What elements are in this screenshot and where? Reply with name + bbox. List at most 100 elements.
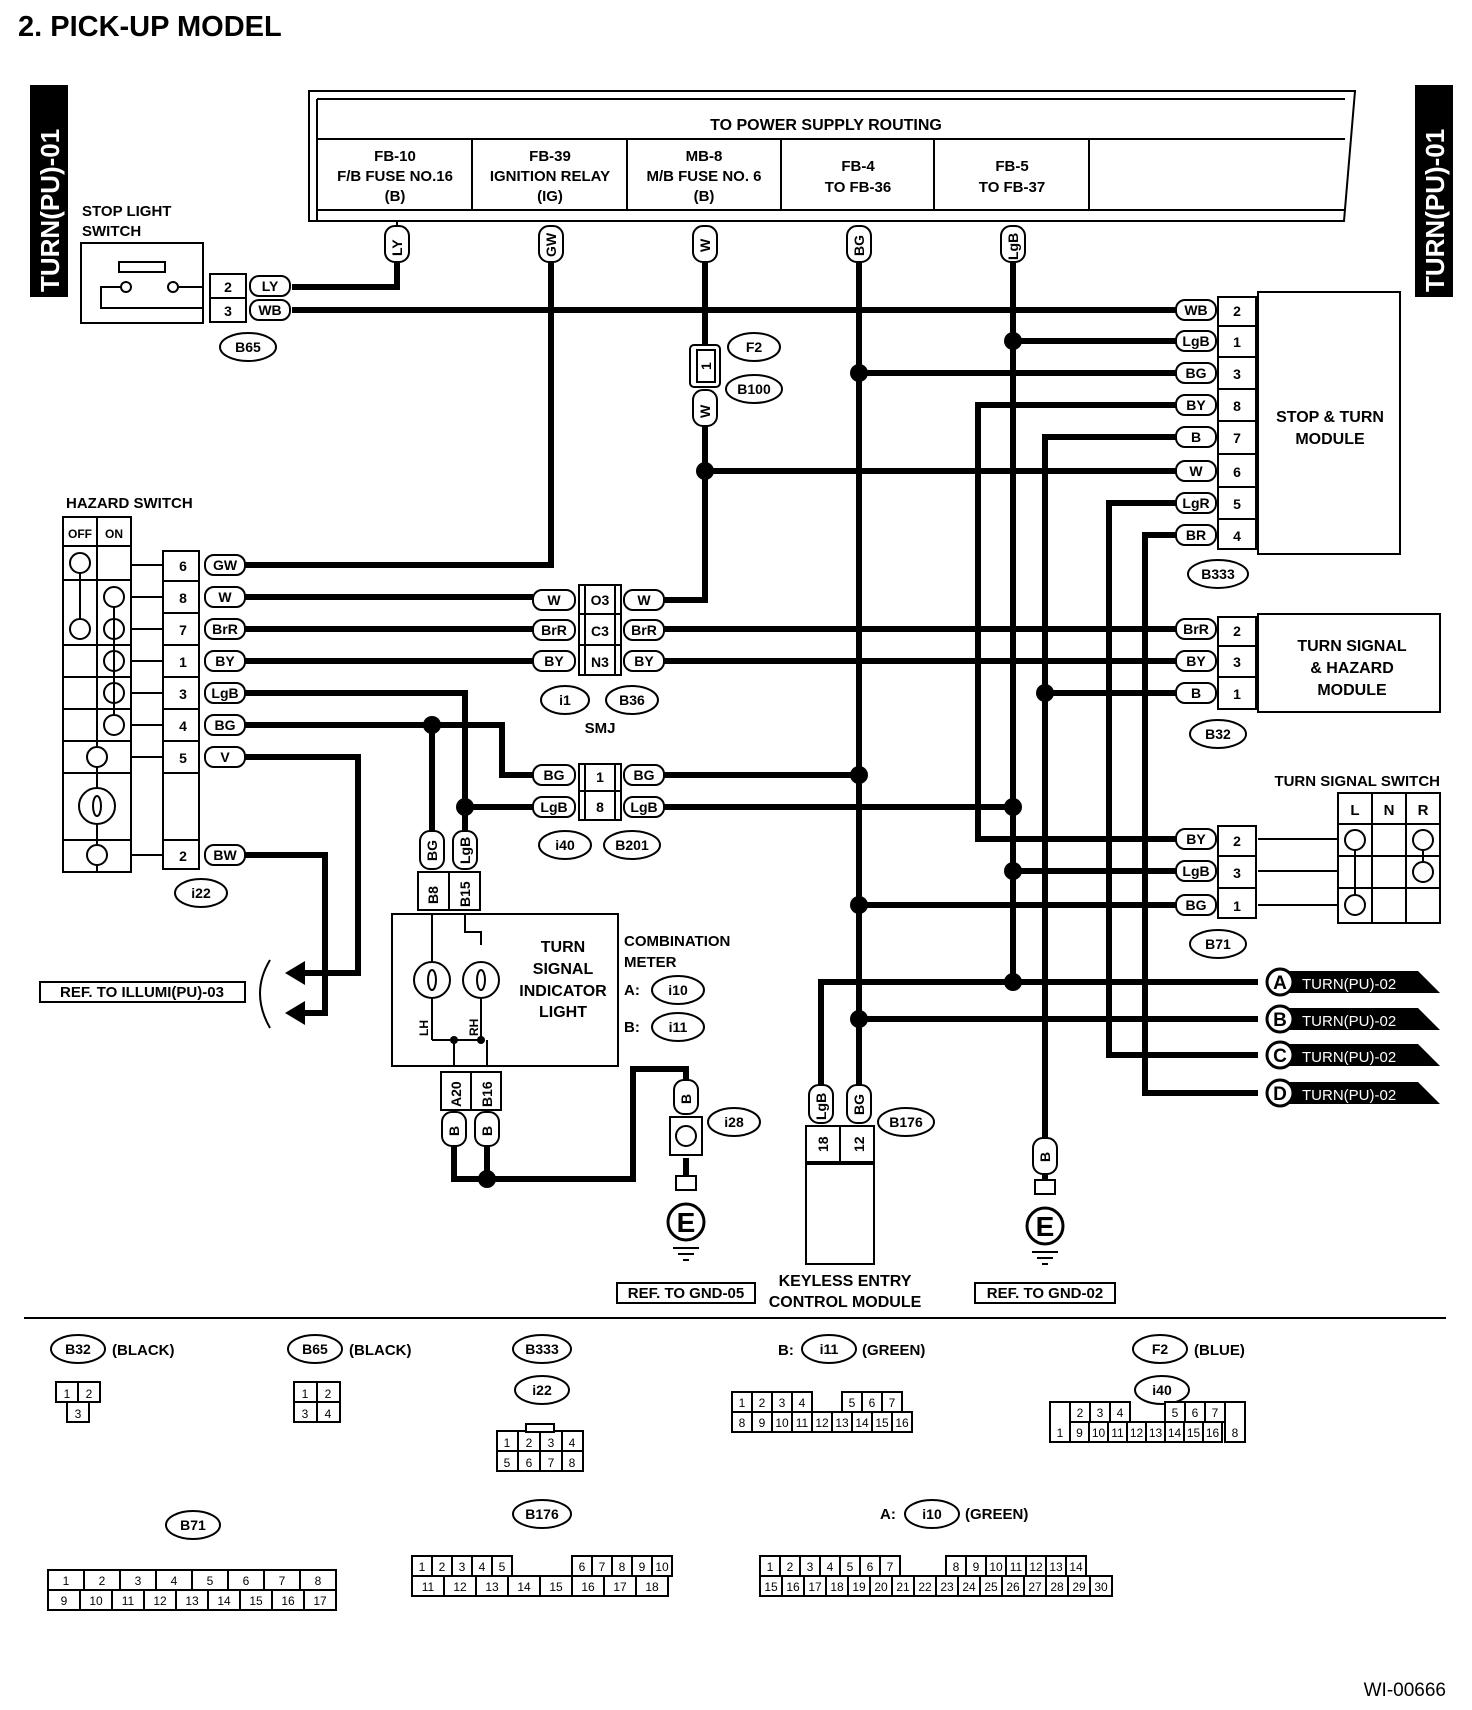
pin-number: 8 [619, 1560, 626, 1574]
pin-number: 10 [655, 1560, 669, 1574]
pin-number: 3 [459, 1560, 466, 1574]
i40-pin-8: 8 [596, 799, 604, 815]
pin-number: 30 [1094, 1580, 1108, 1594]
b333-wire-w: W [1189, 463, 1203, 479]
i22-pin-2: 2 [179, 848, 187, 864]
pin-number: 20 [874, 1580, 888, 1594]
pin-number: 17 [313, 1594, 327, 1608]
i22-wire-by: BY [215, 653, 235, 669]
gnd-right-wire-b: B [1037, 1152, 1053, 1162]
b36-connector-label: B36 [619, 692, 645, 708]
ground-right-symbol: E [1036, 1211, 1055, 1242]
meter-pin-b16: B16 [479, 1081, 495, 1107]
pin-number: 5 [499, 1560, 506, 1574]
i28-connector-label: i28 [724, 1114, 744, 1130]
pin-number: 16 [786, 1580, 800, 1594]
pin-cell [1224, 1401, 1246, 1443]
b333-pin-5: 5 [1233, 496, 1241, 512]
pin-number: 12 [153, 1594, 167, 1608]
view-f2-name: F2 [1152, 1341, 1169, 1357]
smj-left-wire-brr: BrR [541, 622, 567, 638]
pin-number: 9 [1076, 1426, 1083, 1440]
pin-number: 13 [1149, 1426, 1163, 1440]
b100-connector-label: B100 [737, 381, 771, 397]
pin-number: 15 [549, 1580, 563, 1594]
turn-hazard-label-1: TURN SIGNAL [1297, 638, 1407, 655]
pin-number: 13 [835, 1416, 849, 1430]
gnd05-ref-label: REF. TO GND-05 [628, 1285, 744, 1302]
b201-connector-label: B201 [615, 837, 649, 853]
keyless-pin-12: 12 [851, 1136, 867, 1152]
pin-number: 14 [217, 1594, 231, 1608]
smj-left-wire-by: BY [544, 653, 564, 669]
b65-pin-2: 2 [224, 279, 232, 295]
pin-number: 4 [1117, 1406, 1124, 1420]
i22-pin-7: 7 [179, 622, 187, 638]
b65-wire-ly: LY [262, 278, 279, 294]
pin-cell [303, 1589, 337, 1611]
view-b333-name2: i22 [532, 1382, 552, 1398]
fb4-desc: TO FB-36 [825, 179, 891, 196]
pin-number: 6 [869, 1396, 876, 1410]
b333-pin-2: 2 [1233, 303, 1241, 319]
fb10-type: (B) [385, 188, 406, 205]
pin-number: 29 [1072, 1580, 1086, 1594]
pin-number: 5 [1172, 1406, 1179, 1420]
pin-number: 16 [581, 1580, 595, 1594]
view-b333-name: B333 [525, 1341, 559, 1357]
pin-cell [891, 1411, 913, 1433]
pin-number: 7 [279, 1574, 286, 1588]
view-b32-color: (BLACK) [112, 1342, 174, 1359]
i22-pin-8: 8 [179, 590, 187, 606]
b32-wire-b: B [1191, 685, 1201, 701]
i22-wire-bg: BG [215, 717, 236, 733]
pin-number: 15 [249, 1594, 263, 1608]
smj-left-wire-w: W [547, 592, 561, 608]
view-b333-pin-7: 7 [548, 1456, 555, 1470]
offpage-d-id: D [1273, 1084, 1287, 1105]
pin-number: 3 [135, 1574, 142, 1588]
pin-number: 5 [847, 1560, 854, 1574]
side-tag-right-text: TURN(PU)-01 [1420, 129, 1450, 292]
f2-connector: 1 W F2 B100 [689, 332, 783, 427]
smj-label: SMJ [585, 720, 616, 737]
turn-signal-switch-label: TURN SIGNAL SWITCH [1274, 773, 1440, 790]
fb10-desc: F/B FUSE NO.16 [337, 168, 453, 185]
view-b333: B333 i22 1 2 3 4 5 6 7 8 [496, 1334, 584, 1472]
i22-wire-gw: GW [213, 557, 238, 573]
power-wire-tags: LY GW W BG LgB [384, 225, 1026, 263]
view-f2-color: (BLUE) [1194, 1342, 1245, 1359]
turn-signal-switch: TURN SIGNAL SWITCH L N R BY 2 LgB 3 BG 1… [1175, 773, 1441, 959]
pin-number: 19 [852, 1580, 866, 1594]
pin-number: 9 [639, 1560, 646, 1574]
offpage-c: C TURN(PU)-02 [1265, 1040, 1440, 1070]
combination-meter: BG LgB B8 B15 LH RH TURN SIGNAL INDICATO… [391, 830, 730, 1147]
i1-connector-label: i1 [559, 692, 571, 708]
pin-number: 18 [830, 1580, 844, 1594]
pin-number: 7 [599, 1560, 606, 1574]
keyless-label-1: KEYLESS ENTRY [779, 1273, 912, 1290]
pin-number: 9 [973, 1560, 980, 1574]
hazard-switch: HAZARD SWITCH OFF ON [62, 495, 246, 908]
view-i11-color: (GREEN) [862, 1342, 925, 1359]
view-i10-color: (GREEN) [965, 1506, 1028, 1523]
meter-pin-b15: B15 [457, 881, 473, 907]
b71-connector-label: B71 [1205, 936, 1231, 952]
meter-lh-label: LH [417, 1020, 431, 1036]
view-b32-pin-3: 3 [75, 1407, 82, 1421]
view-b333-pin-5: 5 [504, 1456, 511, 1470]
b71-pin-1: 1 [1233, 898, 1241, 914]
i40-left-wire-lgb: LgB [540, 799, 567, 815]
view-b333-pin-4: 4 [569, 1436, 576, 1450]
view-b333-pin-6: 6 [526, 1456, 533, 1470]
power-routing-header: TO POWER SUPPLY ROUTING [710, 117, 942, 134]
pin-number: 4 [799, 1396, 806, 1410]
meter-wire-lgb: LgB [457, 837, 473, 864]
pin-number: 21 [896, 1580, 910, 1594]
pin-number: 8 [953, 1560, 960, 1574]
pin-number: 5 [207, 1574, 214, 1588]
pin-number: 18 [645, 1580, 659, 1594]
combination-meter-label-1: COMBINATION [624, 933, 730, 950]
